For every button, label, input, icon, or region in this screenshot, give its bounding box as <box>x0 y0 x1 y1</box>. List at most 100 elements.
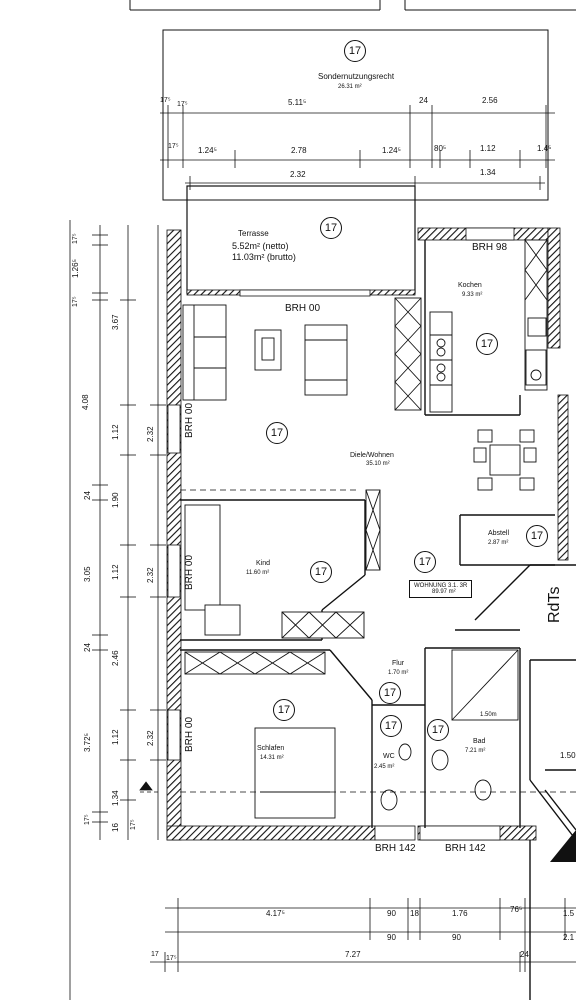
dim-left-mid-2: 1.90 <box>111 492 120 508</box>
dim-left-mid-5: 1.12 <box>111 729 120 745</box>
section-lines <box>180 489 576 793</box>
brh-bottom-right: BRH 142 <box>445 843 486 854</box>
bad-area: 7.21 m² <box>465 748 486 754</box>
brh-schlafen: BRH 00 <box>184 716 195 752</box>
dim-left-mid-7: 16 <box>111 823 120 832</box>
terrace-gross-area: 11.03m² (brutto) <box>232 252 296 262</box>
dim-top-r2-3: 1.24⁵ <box>382 146 401 155</box>
dim-left-outer-6: 24 <box>83 643 92 652</box>
unit-circle-sondernutzung: 17 <box>344 40 366 62</box>
dim-bottom-r2-0: 90 <box>387 933 396 942</box>
dining-table <box>473 429 537 491</box>
windows <box>167 227 515 841</box>
kochen-name: Kochen <box>458 282 482 289</box>
dim-left-outer-4: 24 <box>83 491 92 500</box>
unit-circle-flur: 17 <box>414 551 436 573</box>
brh-terrace: BRH 00 <box>285 303 321 314</box>
stair-marker <box>550 830 576 862</box>
dim-bottom-r3-1: 17⁵ <box>166 955 177 962</box>
kitchen-counters <box>429 239 548 413</box>
dim-bottom-r3-0: 17 <box>151 951 159 958</box>
dim-bottom-r1-5: 1.5 <box>563 909 575 918</box>
dim-left-inner-0: 2.32 <box>146 426 155 442</box>
dim-bottom-r3-2: 7.27 <box>345 950 361 959</box>
wc-name: WC <box>383 753 395 760</box>
sondernutzung-name: Sondernutzungsrecht <box>318 72 395 81</box>
wardrobes <box>184 297 422 675</box>
interior-walls <box>180 240 576 1000</box>
dim-bottom-r1-0: 4.17⁵ <box>266 909 285 918</box>
terrace-net-area: 5.52m² (netto) <box>232 241 289 251</box>
dim-top-r1-2: 5.11⁵ <box>288 98 307 107</box>
dim-left-outer-5: 3.05 <box>83 566 92 582</box>
left-dimension-lines <box>69 220 166 1000</box>
dim-top-r1-1: 17⁵ <box>177 101 188 108</box>
brh-kind: BRH 00 <box>184 554 195 590</box>
dim-left-outer-1: 1.26⁵ <box>71 259 80 278</box>
abstell-area: 2.87 m² <box>488 540 509 546</box>
dim-left-outer-8: 17⁵ <box>84 814 91 825</box>
flur-area: 1.70 m² <box>388 670 409 676</box>
brh-bottom-left: BRH 142 <box>375 843 416 854</box>
dim-left-mid-4: 2.46 <box>111 650 120 666</box>
bad-name: Bad <box>473 738 486 745</box>
dim-bottom-r2-1: 90 <box>452 933 461 942</box>
diele-area: 35.10 m² <box>366 461 390 467</box>
dim-left-mid-6: 1.34 <box>111 790 120 806</box>
brh-living: BRH 00 <box>184 402 195 438</box>
rdts-label: RdTs <box>546 586 563 623</box>
sondernutzung-area: 26.31 m² <box>338 84 362 90</box>
dim-left-inner-2: 2.32 <box>146 730 155 746</box>
unit-circle-terrace: 17 <box>320 217 342 239</box>
kind-area: 11.60 m² <box>246 570 270 576</box>
unit-circle-bad: 17 <box>427 719 449 741</box>
dim-left-mid-1: 1.12 <box>111 424 120 440</box>
dim-bottom-r1-2: 18 <box>410 909 419 918</box>
bath-fixtures <box>380 649 519 811</box>
wc-area: 2.45 m² <box>374 764 395 770</box>
dim-top-r2-6: 1.4⁵ <box>537 144 552 153</box>
sondernutzung-area <box>162 29 549 201</box>
dim-left-inner-3: 17⁵ <box>130 819 137 830</box>
dim-top-r3-1: 1.34 <box>480 168 496 177</box>
unit-circle-wc: 17 <box>380 715 402 737</box>
terrace-name: Terrasse <box>238 229 269 238</box>
diele-name: Diele/Wohnen <box>350 452 394 459</box>
dim-top-r2-5: 1.12 <box>480 144 496 153</box>
dim-bottom-r2-2: 2.1 <box>563 933 575 942</box>
unit-circle-diele: 17 <box>266 422 288 444</box>
wohnung-label: WOHNUNG 3.1. 3R <box>414 583 468 589</box>
dim-left-outer-7: 3.72⁵ <box>83 733 92 752</box>
top-dimension-lines <box>160 105 555 190</box>
dim-left-mid-0: 3.67 <box>111 314 120 330</box>
wohnung-area: 89.97 m² <box>432 589 456 595</box>
dim-top-r1-3: 24 <box>419 96 428 105</box>
dim-top-r2-4: 80⁵ <box>434 144 447 153</box>
kochen-area: 9.33 m² <box>462 292 483 298</box>
unit-circle-abstell: 17 <box>526 525 548 547</box>
schlafen-name: Schlafen <box>257 745 285 752</box>
bath-dim: 1.50m <box>480 712 497 718</box>
schlafen-area: 14.31 m² <box>260 755 284 761</box>
dim-left-outer-2: 17⁵ <box>72 296 79 307</box>
dim-bottom-r1-4: 76⁵ <box>510 905 523 914</box>
unit-circle-flur-2: 17 <box>379 682 401 704</box>
right-dim: 1.50 <box>560 751 576 760</box>
dim-left-mid-3: 1.12 <box>111 564 120 580</box>
kind-name: Kind <box>256 560 271 567</box>
dim-top-r3-0: 2.32 <box>290 170 306 179</box>
dim-left-outer-3: 4.08 <box>81 394 90 410</box>
unit-circle-schlafen: 17 <box>273 699 295 721</box>
dim-left-outer-0: 17⁵ <box>72 233 79 244</box>
dim-bottom-r3-3: 24 <box>520 950 529 959</box>
unit-circle-kind: 17 <box>310 561 332 583</box>
dim-top-r2-0: 17⁵ <box>168 143 179 150</box>
dim-left-inner-1: 2.32 <box>146 567 155 583</box>
dim-bottom-r1-1: 90 <box>387 909 396 918</box>
top-edge <box>129 0 576 11</box>
dim-top-r2-1: 1.24⁵ <box>198 146 217 155</box>
bottom-dimension-lines <box>150 898 576 972</box>
dim-top-r1-4: 2.56 <box>482 96 498 105</box>
brh-kitchen: BRH 98 <box>472 242 508 253</box>
